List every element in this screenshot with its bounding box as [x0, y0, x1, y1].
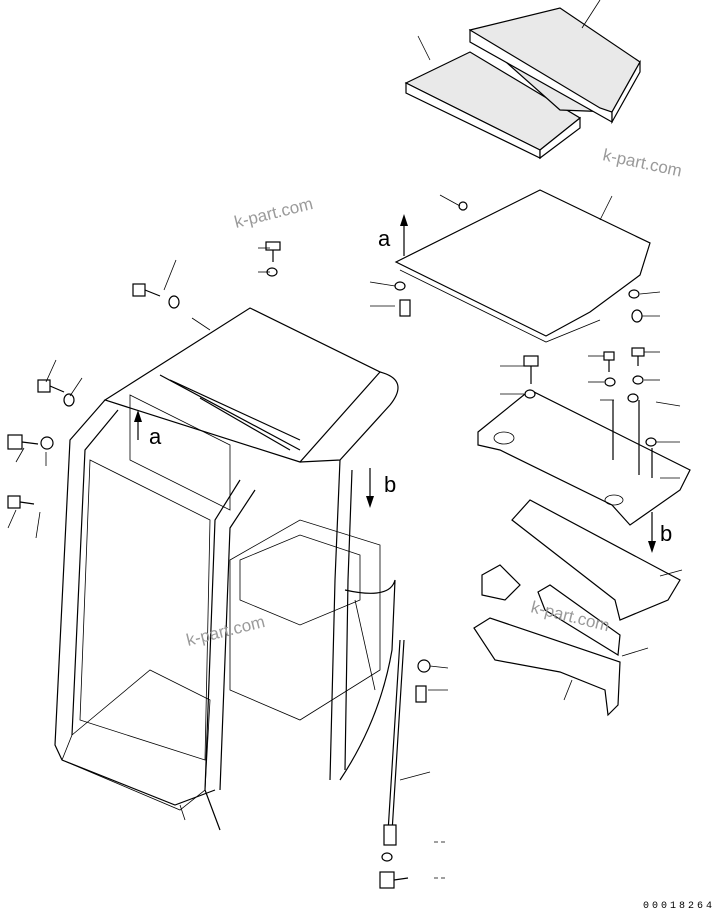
bracket-upper	[477, 389, 691, 526]
roof-plate	[394, 189, 651, 343]
bolt-roof-2	[399, 299, 411, 317]
view-label-a-cab: a	[149, 424, 162, 449]
stay-rod	[383, 639, 405, 846]
bolt-bracket-3	[631, 347, 645, 366]
bolt-bracket-2	[603, 351, 615, 372]
view-arrow-b-bracket	[648, 512, 656, 553]
washers	[40, 201, 657, 862]
watermark-1: k-part.com	[601, 145, 683, 180]
bolt-side-2	[37, 379, 65, 393]
view-arrow-a-cab	[134, 410, 142, 440]
leader-lines	[7, 0, 683, 879]
bolt-bracket-4	[612, 400, 653, 478]
bolt-side-4	[7, 495, 35, 509]
bolt-rod-1	[415, 685, 427, 703]
watermark-2: k-part.com	[232, 194, 315, 232]
view-label-b-bracket: b	[660, 521, 672, 546]
bolt-side-3	[7, 434, 39, 450]
cab-frame	[54, 307, 399, 831]
roof-pad-right	[468, 7, 641, 125]
view-label-b-cab: b	[384, 472, 396, 497]
view-arrow-a-top	[400, 214, 408, 256]
bolt-roof-1	[265, 241, 281, 262]
bolt-bracket-1	[523, 355, 539, 384]
bracket-lower	[511, 499, 681, 621]
view-label-a-top: a	[378, 226, 391, 251]
bolt-rod-2	[379, 871, 409, 889]
reference-number: 00018264	[642, 901, 715, 912]
roof-pad-left	[404, 51, 582, 160]
bolt-side-1	[132, 283, 161, 297]
view-arrow-b-cab	[366, 468, 374, 508]
side-cover	[473, 564, 621, 717]
